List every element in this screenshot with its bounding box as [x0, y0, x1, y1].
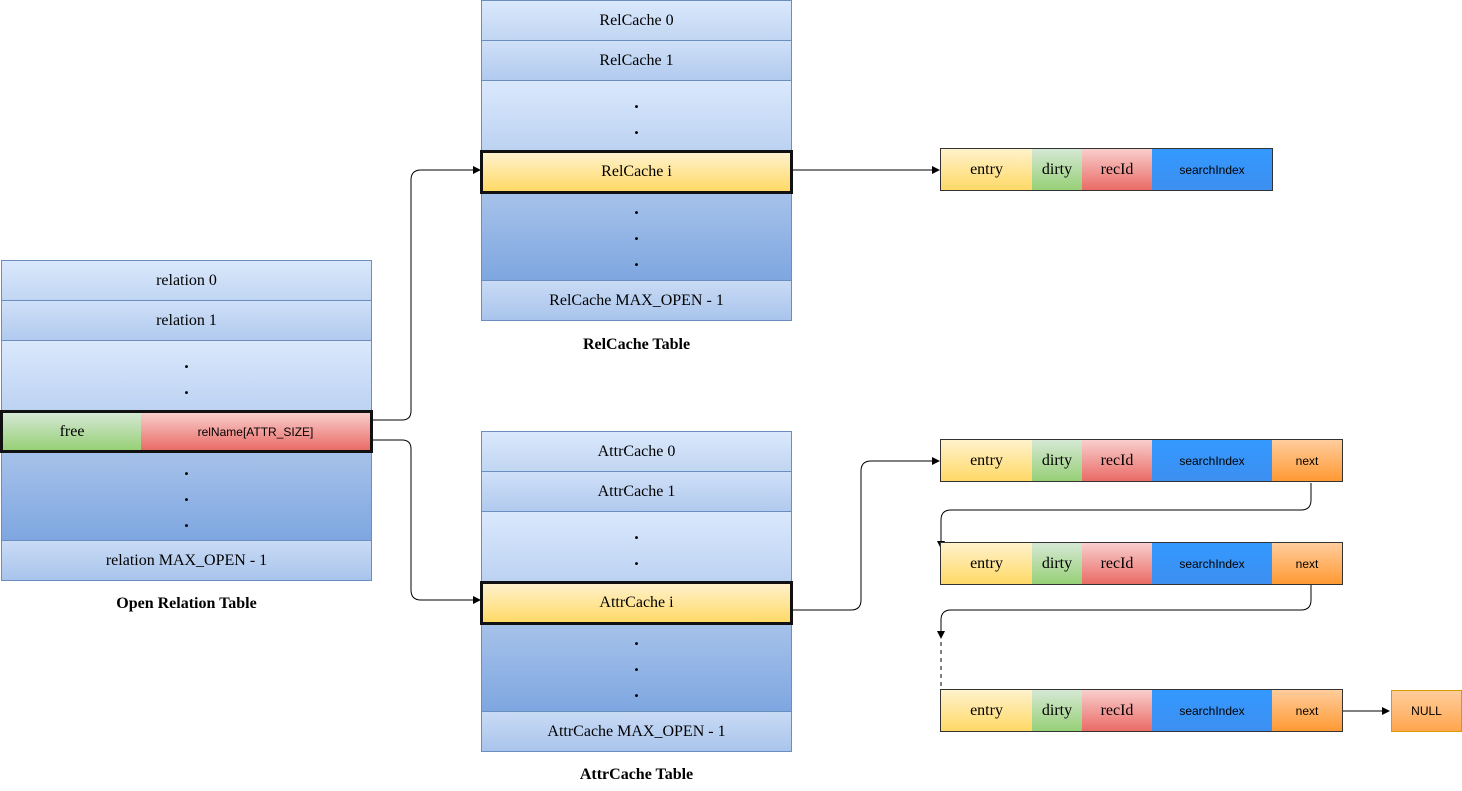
attrcache-row-i: AttrCache i [480, 581, 793, 625]
entry-field: entry [941, 543, 1032, 584]
arrow-relname-to-relcache [372, 166, 481, 421]
recid-field: recId [1082, 440, 1152, 481]
searchindex-field: searchIndex [1152, 440, 1272, 481]
relcache-ellipsis-bottom: . . . [481, 192, 792, 282]
attrcache-table-caption: AttrCache Table [579, 766, 694, 783]
relation-row-0: relation 0 [1, 260, 372, 301]
arrow-next1-to-entry2 [937, 483, 1312, 549]
entry-field: entry [941, 690, 1032, 731]
attrcache-row-1: AttrCache 1 [481, 471, 792, 512]
dirty-field: dirty [1032, 543, 1082, 584]
relcache-row-i: RelCache i [480, 150, 793, 194]
arrow-relname-to-attrcache [372, 439, 481, 604]
recid-field: recId [1082, 149, 1152, 190]
relcache-row-0: RelCache 0 [481, 0, 792, 41]
recid-field: recId [1082, 690, 1152, 731]
attrcache-entry-record-2: entry dirty recId searchIndex next [940, 542, 1343, 585]
dot: . [634, 224, 639, 244]
relcache-row-1: RelCache 1 [481, 40, 792, 81]
searchindex-field: searchIndex [1152, 149, 1272, 190]
attrcache-entry-record-1: entry dirty recId searchIndex next [940, 439, 1343, 482]
attrcache-row-last: AttrCache MAX_OPEN - 1 [481, 711, 792, 752]
next-field: next [1272, 543, 1342, 584]
searchindex-field: searchIndex [1152, 543, 1272, 584]
dot: . [184, 511, 189, 531]
dot: . [184, 485, 189, 505]
entry-field: entry [941, 440, 1032, 481]
relation-ellipsis-bottom: . . . [1, 451, 372, 542]
attrcache-ellipsis-bottom: . . . [481, 623, 792, 713]
dot: . [634, 250, 639, 270]
searchindex-field: searchIndex [1152, 690, 1272, 731]
relation-row-1: relation 1 [1, 300, 372, 341]
arrow-attrcache-to-entry [792, 457, 940, 611]
null-terminator: NULL [1391, 690, 1462, 732]
relation-row-last: relation MAX_OPEN - 1 [1, 540, 372, 581]
next-field: next [1272, 690, 1342, 731]
dot: . [184, 378, 189, 398]
dot: . [184, 459, 189, 479]
dot: . [634, 681, 639, 701]
next-field: next [1272, 440, 1342, 481]
relation-row-highlight: free relName[ATTR_SIZE] [0, 410, 373, 453]
attrcache-entry-record-3: entry dirty recId searchIndex next [940, 689, 1343, 732]
relcache-ellipsis-top: . . [481, 80, 792, 152]
free-field: free [3, 413, 141, 450]
attrcache-ellipsis-top: . . [481, 511, 792, 583]
attrcache-row-0: AttrCache 0 [481, 431, 792, 472]
relname-field: relName[ATTR_SIZE] [141, 413, 370, 450]
dot: . [184, 352, 189, 372]
relation-ellipsis-top: . . [1, 340, 372, 412]
dirty-field: dirty [1032, 440, 1082, 481]
dot: . [634, 198, 639, 218]
arrow-next2-to-entry3 [937, 585, 1312, 639]
recid-field: recId [1082, 543, 1152, 584]
open-relation-table-caption: Open Relation Table [116, 595, 257, 612]
dot: . [634, 549, 639, 569]
dirty-field: dirty [1032, 690, 1082, 731]
dot: . [634, 523, 639, 543]
dirty-field: dirty [1032, 149, 1082, 190]
dot: . [634, 655, 639, 675]
entry-field: entry [941, 149, 1032, 190]
dot: . [634, 118, 639, 138]
relcache-entry-record: entry dirty recId searchIndex [940, 148, 1273, 191]
relcache-table-caption: RelCache Table [582, 336, 691, 353]
relcache-row-last: RelCache MAX_OPEN - 1 [481, 280, 792, 321]
dot: . [634, 629, 639, 649]
dot: . [634, 92, 639, 112]
